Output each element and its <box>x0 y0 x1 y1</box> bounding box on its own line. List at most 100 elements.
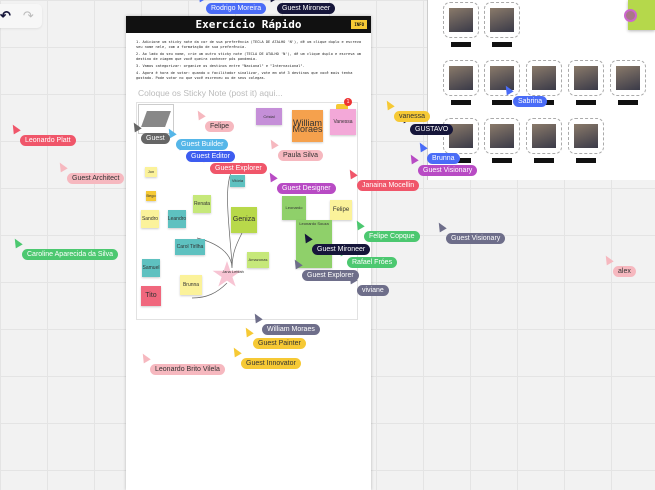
undo-redo-toolbar: ↶ ↷ <box>0 4 42 28</box>
sticky-note[interactable]: Felipe <box>330 200 352 220</box>
cursor-label: Guest Innovator <box>241 358 301 369</box>
participant-photo <box>532 124 556 148</box>
sticky-note[interactable]: Jon <box>145 167 157 177</box>
cursor-label: Paula Silva <box>278 150 324 161</box>
participant-photo-card[interactable] <box>443 118 479 154</box>
sticky-note[interactable]: Samuel <box>142 259 160 277</box>
participant-photo <box>490 124 514 148</box>
participant-photo-card[interactable] <box>526 60 562 96</box>
green-sticky-note[interactable] <box>624 0 655 30</box>
cursor-label: Rodrigo Moreira <box>206 3 267 14</box>
cursor-label: Rafael Fróes <box>347 257 398 268</box>
participant-name-tag <box>451 158 471 163</box>
sticky-note[interactable]: Leonardo <box>282 196 306 220</box>
cursor-label: Caroline Aparecida da Silva <box>22 249 118 260</box>
instruction-2: 2. Ao lado do seu nome, crie um outro st… <box>136 52 362 61</box>
sticky-note[interactable]: Carol Tirllha <box>175 239 205 255</box>
notification-badge: 1 <box>344 98 352 106</box>
cursor-label: Guest Visionary <box>418 165 478 176</box>
sticky-note[interactable]: Vanessa <box>330 109 356 135</box>
sticky-note[interactable]: Leandro <box>168 210 186 228</box>
cursor-pointer-icon <box>407 152 419 165</box>
participant-photo-card[interactable] <box>526 118 562 154</box>
cursor-label: Felipe <box>205 121 235 132</box>
cursor-label: GUSTAVO <box>410 124 454 135</box>
participant-photo <box>449 124 473 148</box>
cursor-label: Sabrina <box>513 96 548 107</box>
cursor-label: Felipe Copque <box>364 231 420 242</box>
cursor-label: Guest Visionary <box>446 233 506 244</box>
participant-photo-card[interactable] <box>568 60 604 96</box>
connector-lines <box>191 162 243 299</box>
sticky-note[interactable]: Cristal <box>256 108 282 125</box>
participant-photo-card[interactable] <box>610 60 646 96</box>
undo-icon[interactable]: ↶ <box>0 8 11 23</box>
sticky-note-area[interactable]: 1 <box>136 98 358 320</box>
participant-name-tag <box>576 100 596 105</box>
cursor-label: William Moraes <box>262 324 320 335</box>
participant-name-tag <box>492 42 512 47</box>
participants-panel[interactable] <box>427 0 655 180</box>
sticky-note[interactable]: Sandro <box>141 210 159 228</box>
avatar <box>624 9 637 22</box>
participant-name-tag <box>576 158 596 163</box>
cursor-pointer-icon <box>435 220 447 233</box>
redo-icon[interactable]: ↷ <box>22 8 34 23</box>
sticky-note[interactable]: Jana Lettiah <box>222 269 244 274</box>
participant-photo <box>532 66 556 90</box>
cursor-label: Brunna <box>427 153 460 164</box>
cursor-label: Janaina Mocellin <box>357 180 420 191</box>
cursor-pointer-icon <box>602 253 614 266</box>
cursor-label: Guest Explorer <box>302 270 359 281</box>
instruction-4: 4. Agora é hora de votar: quando o facil… <box>136 71 353 80</box>
cursor-label: Guest Mironeer <box>277 3 336 14</box>
sticky-note[interactable]: Renata <box>193 195 211 213</box>
participant-photo <box>574 124 598 148</box>
instruction-1: 1. Adicione um sticky note da cor de sua… <box>136 40 362 49</box>
instructions: 1. Adicione um sticky note da cor de sua… <box>136 40 364 83</box>
cursor-label: Leonardo Platt <box>20 135 76 146</box>
cursor-label: vanessa <box>394 111 431 122</box>
participant-photo-card[interactable] <box>484 118 520 154</box>
sticky-note[interactable]: Tito <box>141 286 161 306</box>
frame-header: Exercício Rápido INFO <box>126 16 371 33</box>
cursor-label: Guest <box>141 133 170 144</box>
participant-photo-card[interactable] <box>443 60 479 96</box>
participant-name-tag <box>618 100 638 105</box>
sticky-note[interactable]: Vitória <box>230 175 245 187</box>
cursor-pointer-icon <box>9 122 21 135</box>
cursor-label: Guest Builder <box>176 139 229 150</box>
participant-name-tag <box>534 158 554 163</box>
sticky-area-placeholder: Coloque os Sticky Note (post it) aqui... <box>138 88 283 98</box>
cursor-pointer-icon <box>266 0 278 3</box>
participant-photo-card[interactable] <box>484 60 520 96</box>
participant-photo-card[interactable] <box>484 2 520 38</box>
participant-photo <box>449 8 473 32</box>
cursor-label: Leonardo Brito Vilela <box>150 364 225 375</box>
cursor-label: Guest Explorer <box>210 163 267 174</box>
cursor-pointer-icon <box>11 236 23 249</box>
participant-photo <box>490 66 514 90</box>
info-badge[interactable]: INFO <box>351 20 367 29</box>
sticky-note[interactable]: Amazonas <box>247 252 269 268</box>
cursor-label: viviane <box>357 285 389 296</box>
sticky-note[interactable]: Geniza <box>231 207 257 233</box>
participant-name-tag <box>451 100 471 105</box>
cursor-pointer-icon <box>56 160 68 173</box>
cursor-label: Guest Editor <box>186 151 235 162</box>
participant-photo-card[interactable] <box>443 2 479 38</box>
participant-name-tag <box>451 42 471 47</box>
participant-name-tag <box>492 158 512 163</box>
sticky-note[interactable]: William Moraes <box>292 110 323 142</box>
participant-name-tag <box>492 100 512 105</box>
sticky-note[interactable]: Bego <box>146 191 156 201</box>
participant-photo <box>449 66 473 90</box>
participant-photo-card[interactable] <box>568 118 604 154</box>
instruction-3: 3. Vamos categorizar: organize os destin… <box>136 64 305 68</box>
sticky-note[interactable]: Brunna <box>180 275 202 295</box>
cursor-pointer-icon <box>416 140 428 153</box>
cursor-label: alex <box>613 266 636 277</box>
participant-photo <box>490 8 514 32</box>
cursor-pointer-icon <box>383 98 395 111</box>
cursor-label: Guest Mironeer <box>312 244 371 255</box>
